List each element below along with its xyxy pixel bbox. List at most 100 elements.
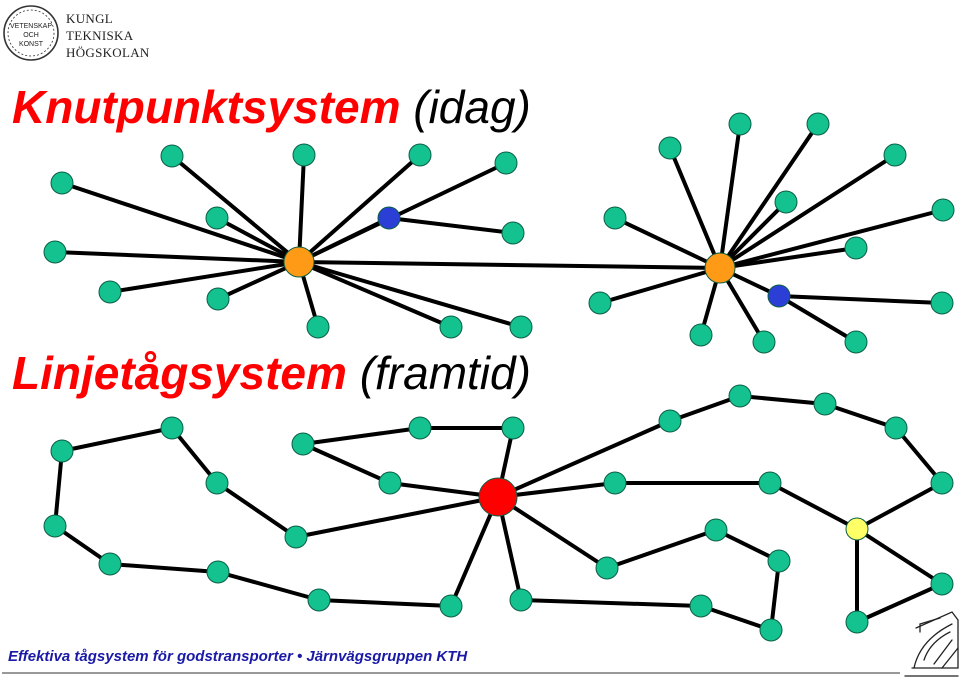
title-hub-system: Knutpunktsystem (idag): [12, 84, 531, 130]
network-edge: [297, 216, 391, 264]
station-node: [50, 439, 74, 463]
network-edge: [668, 394, 742, 423]
network-edge: [718, 208, 945, 270]
network-edge: [297, 153, 422, 264]
network-edge: [714, 528, 781, 563]
network-edge: [170, 426, 219, 485]
station-node: [884, 416, 908, 440]
network-edge: [613, 216, 722, 270]
network-edge: [668, 146, 722, 270]
station-node: [728, 112, 752, 136]
network-edge: [769, 559, 781, 632]
network-nodes: [43, 112, 955, 642]
network-edge: [60, 181, 301, 264]
station-node: [284, 525, 308, 549]
station-node: [378, 471, 402, 495]
station-node: [439, 315, 463, 339]
network-edge: [301, 442, 392, 485]
station-node: [844, 330, 868, 354]
network-edge: [738, 394, 827, 406]
network-edge: [108, 562, 220, 574]
blue-station-node: [767, 284, 791, 308]
station-node: [205, 206, 229, 230]
station-node: [98, 280, 122, 304]
station-node: [728, 384, 752, 408]
station-node: [160, 144, 184, 168]
network-edge: [605, 528, 718, 570]
network-edge: [294, 495, 500, 539]
network-edge: [215, 481, 298, 539]
station-node: [291, 432, 315, 456]
station-node: [408, 143, 432, 167]
station-node: [160, 416, 184, 440]
network-edge: [60, 426, 174, 453]
network-edge: [387, 216, 515, 235]
seal-text-line: KONST: [19, 41, 44, 48]
station-node: [845, 610, 869, 634]
station-node: [408, 416, 432, 440]
station-node: [767, 549, 791, 573]
title-line-system: Linjetågsystem (framtid): [12, 350, 531, 396]
station-node: [813, 392, 837, 416]
station-node: [704, 518, 728, 542]
station-node: [98, 552, 122, 576]
station-node: [689, 323, 713, 347]
title-hub-normal: (idag): [413, 81, 531, 133]
network-edge: [894, 426, 944, 485]
network-edge: [297, 260, 453, 329]
station-node: [844, 236, 868, 260]
title-line-normal: (framtid): [359, 347, 531, 399]
kth-seal-icon: VETENSKAP OCH KONST: [3, 5, 59, 61]
station-node: [689, 594, 713, 618]
title-hub-strong: Knutpunktsystem: [12, 81, 401, 133]
network-edge: [496, 481, 617, 499]
station-node: [501, 416, 525, 440]
station-node: [307, 588, 331, 612]
station-node: [603, 471, 627, 495]
network-edge: [297, 260, 722, 270]
network-edge: [317, 598, 453, 608]
network-edge: [519, 598, 703, 608]
station-node: [501, 221, 525, 245]
station-node: [883, 143, 907, 167]
station-node: [758, 471, 782, 495]
network-edge: [855, 582, 944, 624]
network-edge: [297, 260, 523, 329]
kth-name-line: KUNGL: [66, 11, 113, 26]
network-edge: [777, 294, 944, 305]
network-edge: [216, 570, 321, 602]
station-node: [588, 291, 612, 315]
network-edge: [855, 527, 944, 586]
title-line-strong: Linjetågsystem: [12, 347, 347, 399]
station-node: [509, 588, 533, 612]
kth-name-line: TEKNISKA: [66, 28, 134, 43]
station-node: [206, 287, 230, 311]
network-edge: [598, 266, 722, 305]
red-hub-node: [478, 477, 518, 517]
station-node: [930, 291, 954, 315]
network-edge: [699, 604, 773, 632]
network-edge: [449, 495, 500, 608]
blue-station-node: [377, 206, 401, 230]
network-edge: [108, 260, 301, 294]
seal-text-line: VETENSKAP: [10, 23, 52, 30]
station-node: [752, 330, 776, 354]
hub-node: [283, 246, 315, 278]
kth-name-line: HÖGSKOLAN: [66, 45, 150, 60]
station-node: [306, 315, 330, 339]
seal-text-line: OCH: [23, 32, 39, 39]
station-node: [509, 315, 533, 339]
station-node: [759, 618, 783, 642]
station-node: [494, 151, 518, 175]
network-edge: [297, 153, 306, 264]
network-edge: [777, 294, 858, 344]
kth-name: KUNGL TEKNISKA HÖGSKOLAN: [66, 10, 150, 61]
station-node: [930, 471, 954, 495]
network-edge: [215, 216, 301, 264]
network-edge: [718, 153, 897, 270]
station-node: [43, 514, 67, 538]
station-node: [930, 572, 954, 596]
network-edge: [855, 481, 944, 531]
station-node: [774, 190, 798, 214]
